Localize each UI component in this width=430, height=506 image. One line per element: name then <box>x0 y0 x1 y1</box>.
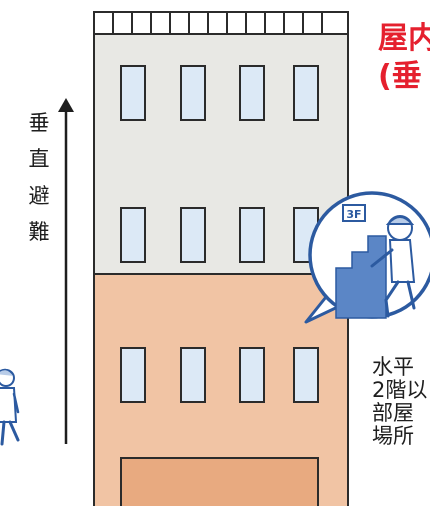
vertical-arrow <box>58 98 74 444</box>
floor-sign-3f: 3F <box>346 208 361 221</box>
vertical-label-char: 垂 <box>28 111 50 135</box>
vertical-label-char: 直 <box>28 147 50 172</box>
note-line: 部屋 <box>372 401 414 425</box>
vertical-label-char: 避 <box>28 183 50 208</box>
note-line: 2階以 <box>372 378 428 402</box>
vertical-evacuation-label: 垂 直 避 難 <box>26 108 52 248</box>
windows-floor-4 <box>120 65 319 121</box>
title-line-2: (垂 <box>378 59 422 94</box>
walking-person-icon <box>0 368 20 446</box>
callout-bubble: 3F <box>304 191 430 324</box>
horizontal-evacuation-note: 水平 2階以 部屋 場所 <box>372 356 427 448</box>
windows-floor-2 <box>120 347 319 403</box>
roof-parapet <box>93 11 349 35</box>
vertical-label-char: 難 <box>28 220 50 245</box>
title-line-1: 屋内 <box>378 21 430 56</box>
note-line: 水平 <box>372 355 414 379</box>
entrance-door <box>120 457 319 506</box>
note-line: 場所 <box>372 424 414 448</box>
